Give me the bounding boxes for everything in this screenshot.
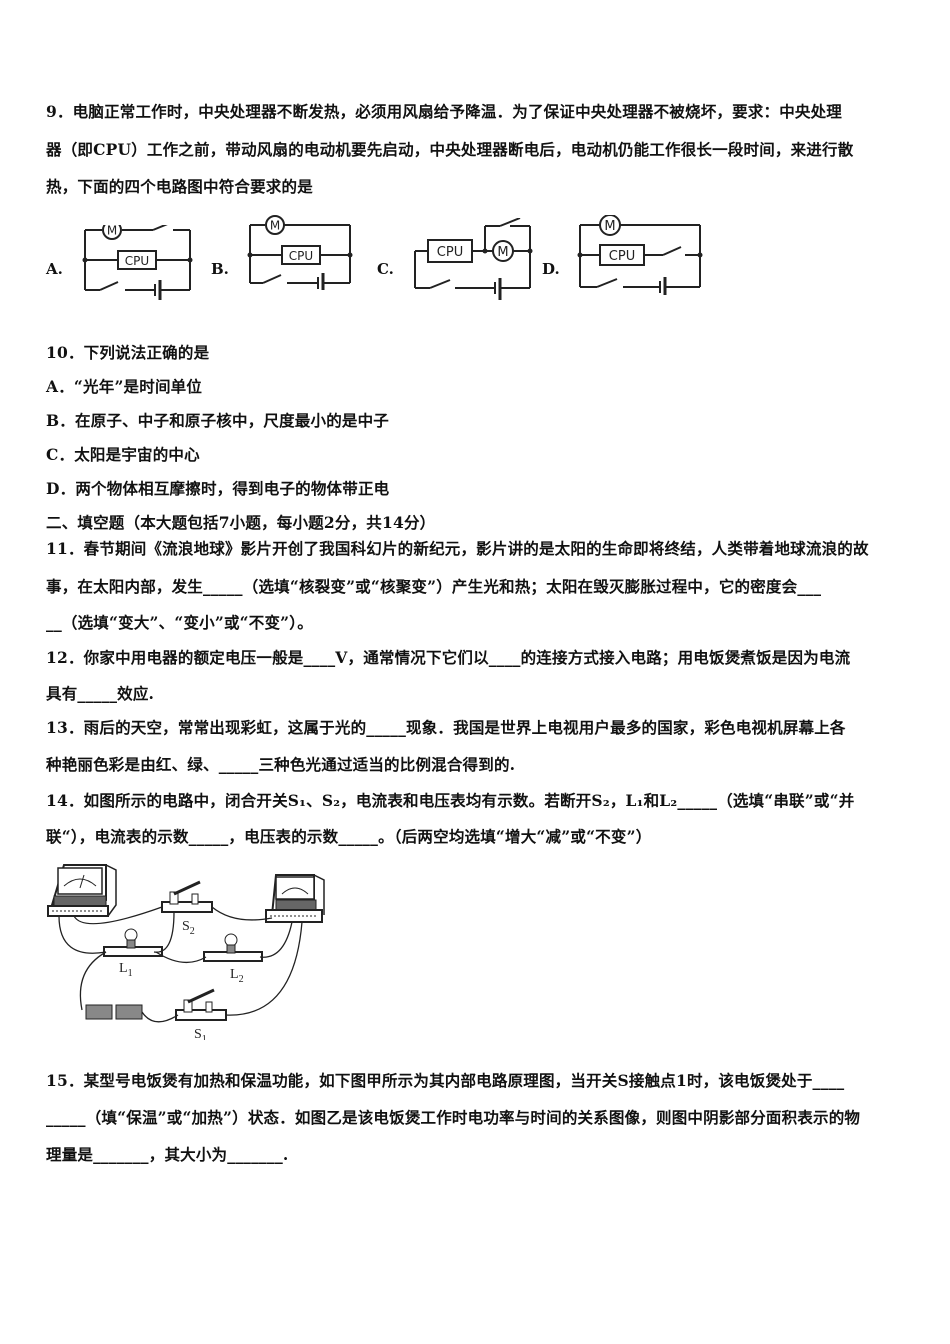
q10-stem: 10．下列说法正确的是 bbox=[46, 343, 210, 362]
q14-circuit-figure: S2 L1 L2 S1 bbox=[44, 860, 344, 1040]
q9-line-1: 9．电脑正常工作时，中央处理器不断发热，必须用风扇给予降温．为了保证中央处理器不… bbox=[46, 102, 842, 121]
circuit-diagram-a: M CPU bbox=[80, 225, 195, 300]
circuit-diagram-d: M CPU bbox=[575, 215, 705, 295]
svg-text:M: M bbox=[270, 219, 280, 233]
q11-line-2: 事，在太阳内部，发生_____（选填“核裂变”或“核聚变”）产生光和热；太阳在毁… bbox=[46, 577, 822, 596]
label-s2: S2 bbox=[182, 919, 195, 937]
q11-line-1: 11．春节期间《流浪地球》影片开创了我国科幻片的新纪元，影片讲的是太阳的生命即将… bbox=[46, 539, 869, 558]
option-d-label: D. bbox=[542, 260, 560, 278]
label-s1: S1 bbox=[194, 1027, 207, 1040]
svg-text:CPU: CPU bbox=[437, 245, 463, 260]
svg-text:M: M bbox=[497, 245, 508, 260]
svg-text:M: M bbox=[604, 219, 615, 234]
circuit-b-icon: M CPU bbox=[247, 215, 353, 290]
q10-option-d: D．两个物体相互摩擦时，得到电子的物体带正电 bbox=[46, 479, 390, 498]
svg-text:CPU: CPU bbox=[125, 254, 149, 268]
bulb-l2-icon bbox=[203, 933, 263, 962]
option-c-label: C. bbox=[377, 260, 394, 278]
circuit-c-icon: CPU M bbox=[414, 218, 533, 300]
svg-text:CPU: CPU bbox=[289, 249, 313, 263]
battery-icon bbox=[85, 1004, 143, 1020]
option-a-label: A. bbox=[46, 260, 63, 278]
q15-line-1: 15．某型号电饭煲有加热和保温功能，如下图甲所示为其内部电路原理图，当开关S接触… bbox=[46, 1071, 845, 1090]
label-l1: L1 bbox=[119, 961, 133, 979]
q12-line-1: 12．你家中用电器的额定电压一般是____V，通常情况下它们以____的连接方式… bbox=[46, 648, 851, 667]
q10-option-a: A．“光年”是时间单位 bbox=[46, 377, 203, 396]
label-l2: L2 bbox=[230, 967, 244, 985]
circuit-diagram-b: M CPU bbox=[245, 215, 355, 290]
ammeter-icon bbox=[47, 864, 117, 917]
q14-line-2: 联“），电流表的示数_____，电压表的示数_____。（后两空均选填“增大“减… bbox=[46, 827, 652, 846]
bulb-l1-icon bbox=[103, 928, 163, 957]
section-2-heading: 二、填空题（本大题包括7小题，每小题2分，共14分） bbox=[46, 513, 436, 532]
q15-line-2: _____（填“保温”或“加热”）状态．如图乙是该电饭煲工作时电功率与时间的关系… bbox=[46, 1108, 861, 1127]
q14-line-1: 14．如图所示的电路中，闭合开关S₁、S₂，电流表和电压表均有示数。若断开S₂，… bbox=[46, 791, 855, 810]
svg-text:M: M bbox=[107, 225, 117, 238]
switch-s1-icon bbox=[175, 988, 227, 1021]
q13-line-1: 13．雨后的天空，常常出现彩虹，这属于光的_____现象．我国是世界上电视用户最… bbox=[46, 718, 846, 737]
circuit-d-icon: M CPU bbox=[577, 215, 703, 295]
q15-line-3: 理量是_______，其大小为_______. bbox=[46, 1145, 289, 1164]
q9-line-3: 热，下面的四个电路图中符合要求的是 bbox=[46, 177, 313, 196]
q10-option-c: C．太阳是宇宙的中心 bbox=[46, 445, 200, 464]
q12-line-2: 具有_____效应. bbox=[46, 684, 155, 703]
circuit-a-icon: M CPU bbox=[82, 225, 193, 300]
option-b-label: B. bbox=[211, 260, 229, 278]
circuit-diagram-c: CPU M bbox=[410, 218, 535, 303]
q13-line-2: 种艳丽色彩是由红、绿、_____三种色光通过适当的比例混合得到的. bbox=[46, 755, 516, 774]
physical-circuit-icon: S2 L1 L2 S1 bbox=[47, 864, 325, 1040]
q10-option-b: B．在原子、中子和原子核中，尺度最小的是中子 bbox=[46, 411, 390, 430]
voltmeter-icon bbox=[265, 874, 325, 923]
q9-line-2: 器（即CPU）工作之前，带动风扇的电动机要先启动，中央处理器断电后，电动机仍能工… bbox=[46, 140, 854, 159]
q11-line-3: __（选填“变大”、“变小”或“不变”）。 bbox=[46, 613, 313, 632]
svg-text:CPU: CPU bbox=[609, 249, 635, 264]
switch-s2-icon bbox=[161, 880, 213, 913]
